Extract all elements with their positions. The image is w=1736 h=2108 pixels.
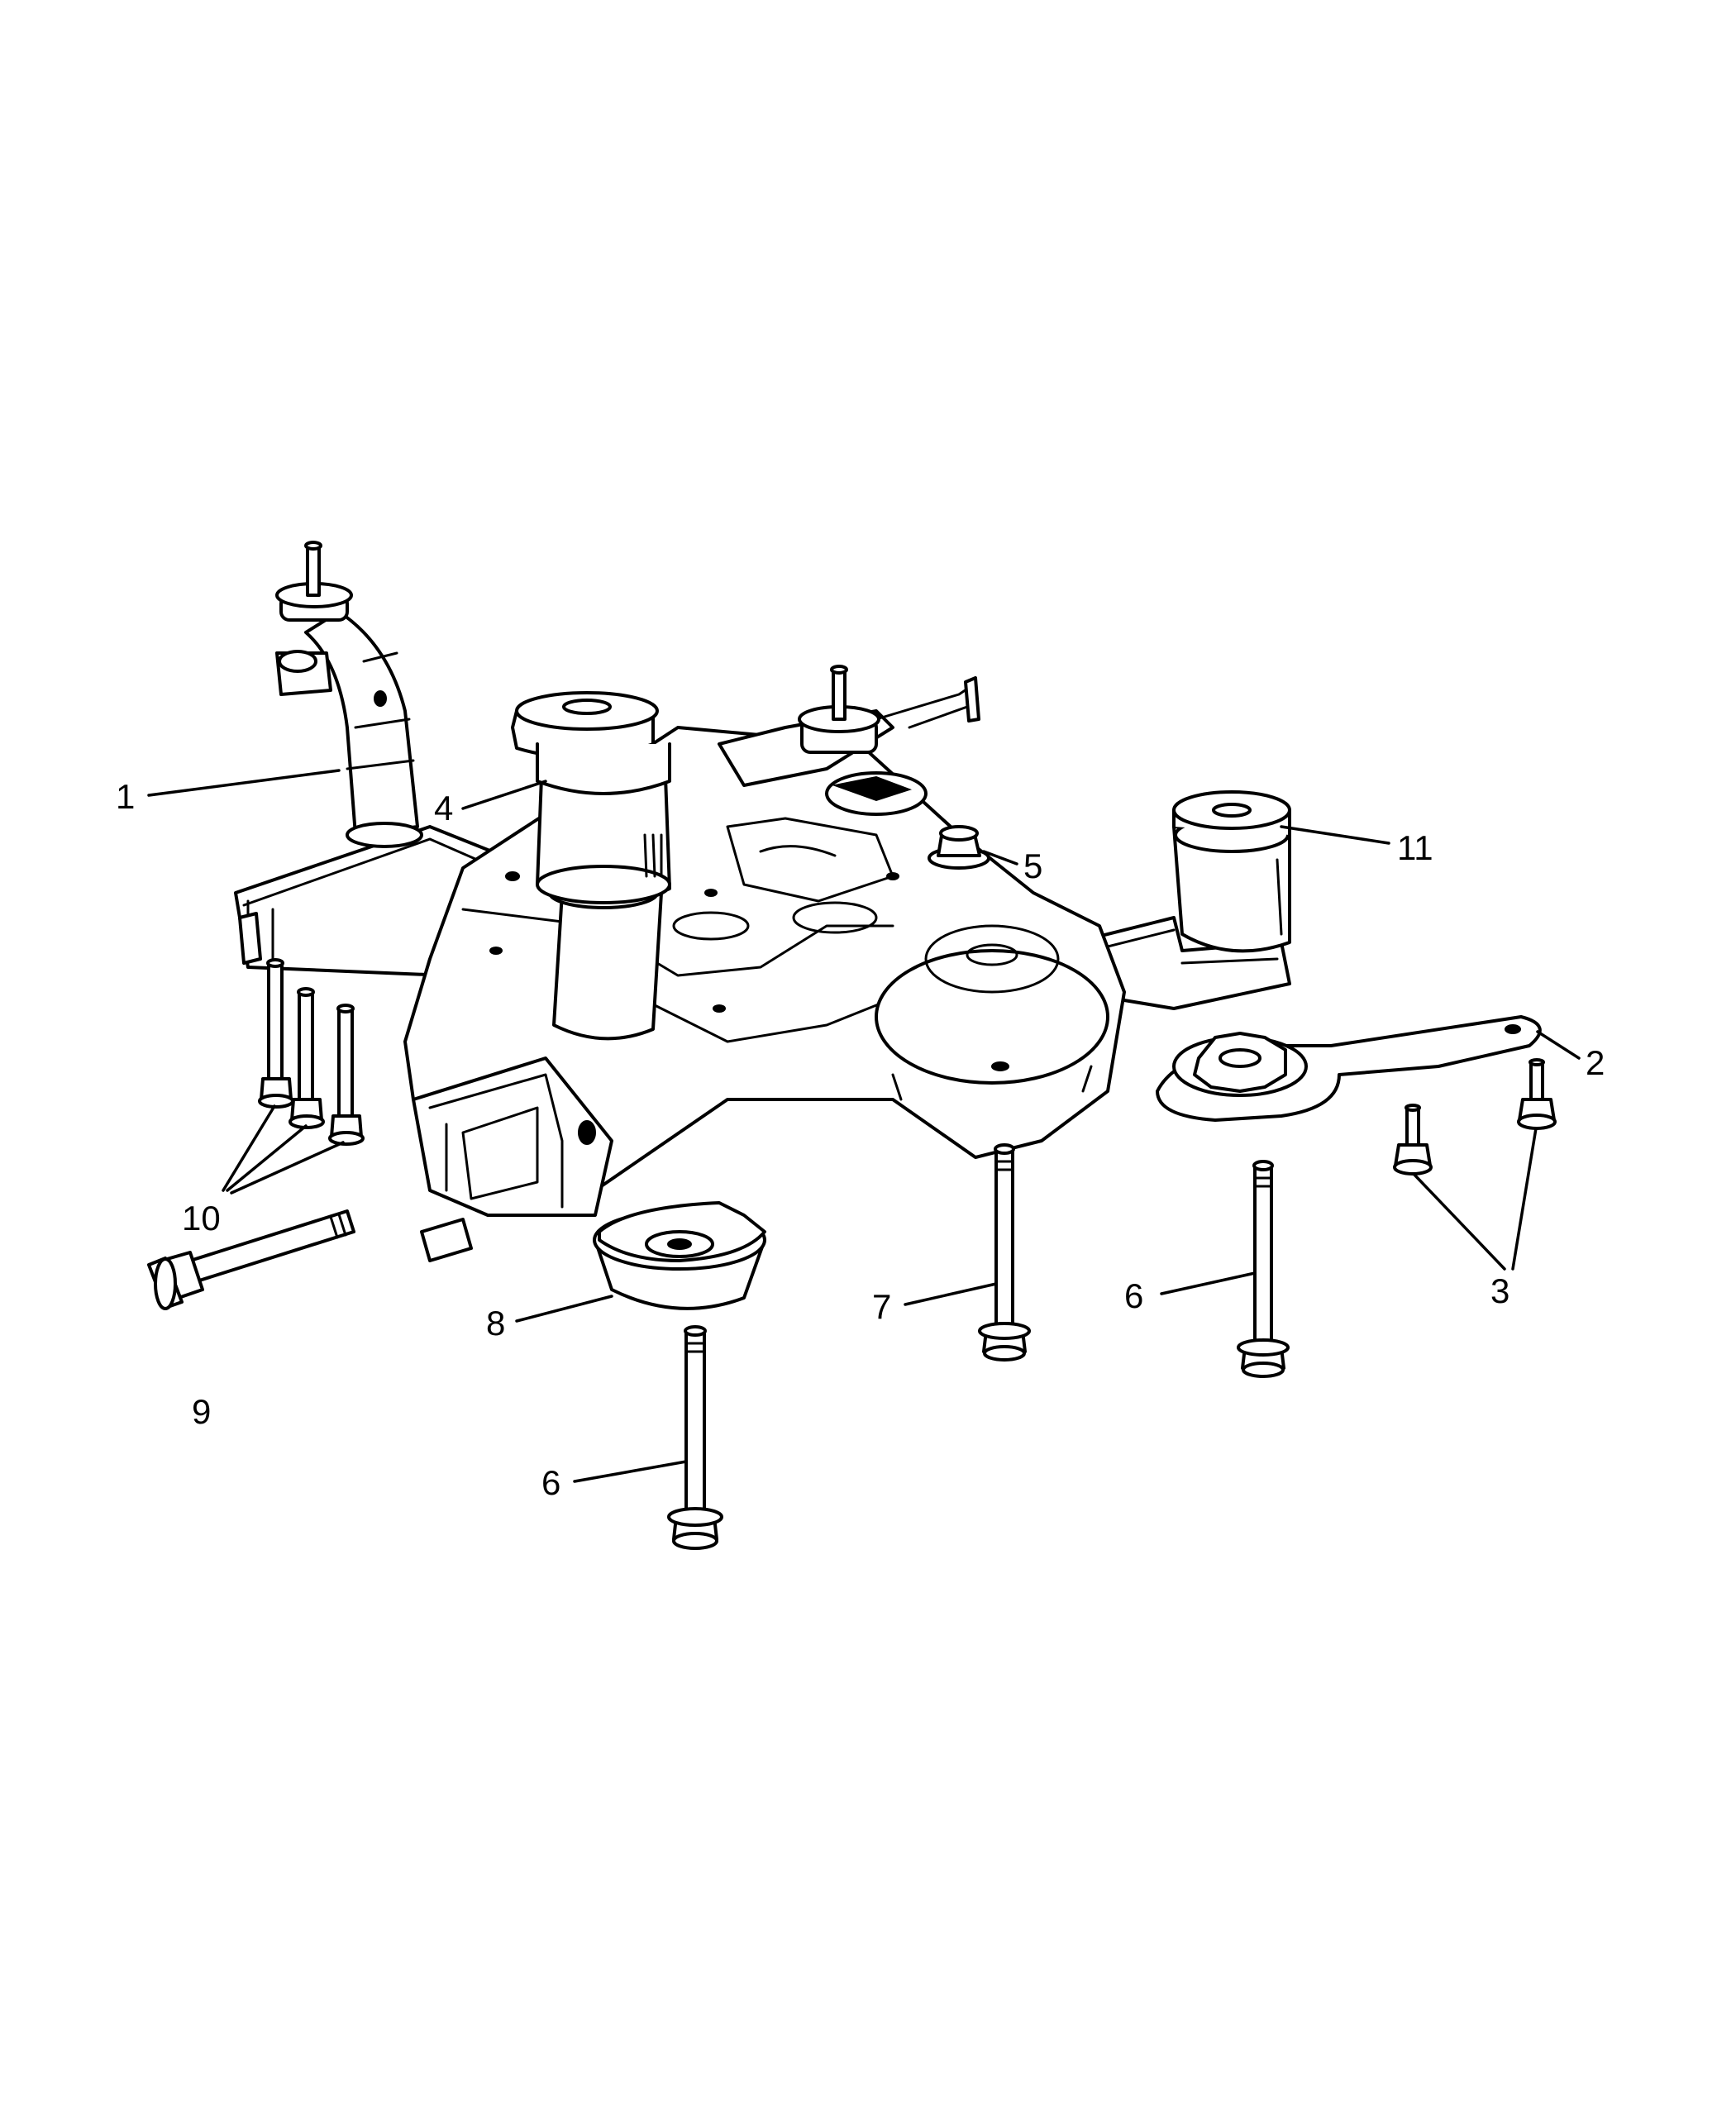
callout-10: 10 [182,1199,221,1238]
part-4-bushing-column [511,691,671,1041]
leader-lines [147,769,1581,1483]
part-9-long-bolt [147,1209,355,1310]
part-10-bolt-b [289,987,325,1129]
part-3-bolt-left [1393,1104,1433,1176]
leader-6b [573,1460,688,1483]
leader-4 [461,780,547,810]
leader-11 [1280,825,1390,845]
callout-7: 7 [872,1287,891,1326]
callout-2: 2 [1586,1043,1605,1082]
callout-9: 9 [192,1392,211,1431]
part-3-bolt-right [1517,1058,1557,1130]
part-2-bracket [1156,1015,1542,1122]
leader-2 [1536,1030,1581,1060]
part-5-nut [928,825,990,870]
callout-5: 5 [1023,847,1042,885]
callout-4: 4 [434,789,453,827]
leader-10b [226,1124,308,1192]
leader-10a [222,1104,276,1192]
leader-6a [1160,1271,1257,1295]
part-7-bolt [978,1143,1031,1362]
leader-3a [1412,1172,1506,1271]
part-10-bolt-c [328,1004,365,1146]
callout-8: 8 [486,1304,505,1343]
callout-1: 1 [116,777,135,816]
leader-8 [515,1295,613,1323]
leader-3b [1511,1127,1538,1271]
callout-labels: 1 2 3 4 5 6 6 7 8 9 10 11 [116,777,1605,1502]
part-1-left-mount-arm [275,541,423,848]
callout-6-bottom: 6 [541,1463,560,1502]
part-11-right-bushing [1172,790,1291,953]
leader-5 [982,850,1018,866]
callout-3: 3 [1490,1271,1509,1310]
part-8-isolator [593,1201,766,1310]
leader-7 [904,1282,998,1306]
leader-10c [230,1141,345,1195]
part-10-bolt-a [258,958,294,1109]
part-6-bolt-bottom [667,1325,723,1550]
leader-1 [147,769,341,797]
right-rear-stud-mount [798,665,880,754]
part-6-bolt-right [1237,1160,1290,1378]
callout-6-right: 6 [1124,1276,1143,1315]
callout-11: 11 [1397,828,1433,867]
